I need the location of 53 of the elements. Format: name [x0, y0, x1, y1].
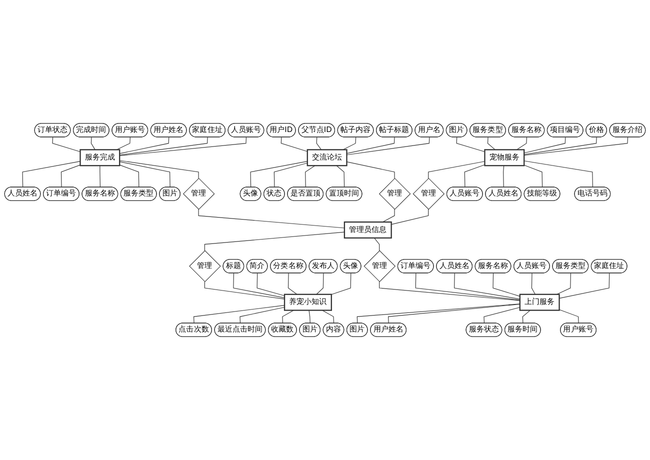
connector [316, 272, 324, 295]
connector [374, 238, 380, 251]
connector [379, 281, 520, 301]
connector [204, 281, 285, 300]
connector [204, 232, 345, 251]
connector [346, 136, 395, 154]
connector [119, 160, 199, 179]
connector [524, 136, 566, 154]
connector [346, 136, 430, 156]
connector [193, 304, 285, 324]
connector [322, 310, 334, 324]
connector [346, 162, 395, 179]
connector [487, 136, 496, 150]
connector [198, 209, 345, 228]
connector [356, 304, 520, 324]
connector [336, 165, 345, 188]
connector [119, 136, 170, 154]
connector [233, 272, 285, 298]
connector [522, 310, 530, 324]
connector [454, 272, 520, 300]
connector [391, 209, 429, 225]
connector [280, 136, 308, 152]
connector [250, 161, 308, 188]
connector [288, 272, 298, 295]
connector [308, 310, 310, 324]
connector [256, 272, 285, 296]
connector [531, 272, 536, 295]
connector [524, 136, 628, 156]
connector [492, 272, 520, 297]
connector [558, 309, 579, 324]
connector [316, 136, 322, 150]
connector [388, 304, 520, 324]
connector [274, 162, 308, 188]
connector [119, 136, 247, 156]
connector [503, 165, 504, 188]
connector [524, 136, 597, 155]
connector [516, 136, 527, 150]
connector [382, 209, 395, 222]
connector [282, 310, 294, 324]
connector [524, 160, 593, 188]
connector [415, 272, 520, 300]
connector [456, 136, 486, 152]
connector [119, 136, 208, 156]
connector [342, 136, 356, 150]
connector [119, 161, 170, 188]
connector [484, 307, 520, 324]
connector [90, 136, 96, 150]
connector [428, 161, 486, 179]
connector [558, 272, 610, 299]
connector [22, 161, 81, 188]
connector [116, 136, 130, 150]
connector [240, 306, 285, 324]
connector [52, 136, 81, 152]
